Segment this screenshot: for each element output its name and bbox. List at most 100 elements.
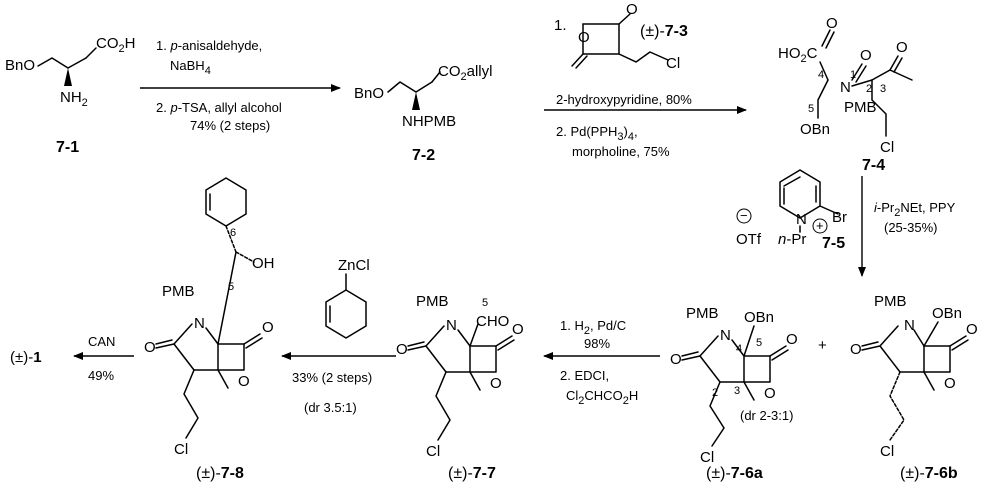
compound-7-1: BnO CO2H NH2 7-1 <box>5 35 135 156</box>
svg-text:4: 4 <box>736 343 742 355</box>
obn-text: OBn <box>932 305 962 322</box>
svg-text:O: O <box>896 39 908 56</box>
cl-text: Cl <box>426 443 440 460</box>
compound-7-6a: PMB N O O O OBn Cl 2 3 4 5 (±)-7-6a <box>670 305 798 482</box>
obn-text: OBn <box>744 309 774 326</box>
svg-text:O: O <box>764 385 776 402</box>
compound-label-7-3: (±)-7-3 <box>640 23 688 40</box>
svg-text:Cl2CHCO2H: Cl2CHCO2H <box>566 388 638 407</box>
compound-7-6b: PMB N O O O OBn Cl (±)-7-6b <box>850 293 978 482</box>
pmb-text: PMB <box>686 305 719 322</box>
ring-o-text: O <box>578 29 590 46</box>
svg-text:33% (2 steps): 33% (2 steps) <box>292 370 372 385</box>
compound-7-7: PMB N O O O CHO 5 Cl (±)-7-7 <box>396 293 524 482</box>
cyclohexenylzinc-reagent: ZnCl <box>325 257 370 339</box>
cl-text: Cl <box>174 441 188 458</box>
svg-text:+: + <box>816 218 824 233</box>
step-3-conditions: i-Pr2NEt, PPY (25-35%) <box>874 200 956 235</box>
compound-label-7-2: 7-2 <box>412 147 435 164</box>
n-text: N <box>194 315 205 332</box>
pmb-text: PMB <box>416 293 449 310</box>
svg-text:1.: 1. <box>554 17 567 34</box>
svg-text:74% (2 steps): 74% (2 steps) <box>190 118 270 133</box>
pmb-text: PMB <box>162 283 195 300</box>
svg-text:5: 5 <box>228 281 234 293</box>
step-5-conditions: 33% (2 steps) (dr 3.5:1) <box>292 370 372 415</box>
step-6-conditions: CAN 49% <box>88 334 115 383</box>
oh-text: OH <box>252 255 275 272</box>
svg-text:98%: 98% <box>584 336 610 351</box>
svg-text:O: O <box>144 339 156 356</box>
pmb-text: PMB <box>844 99 877 116</box>
otf-text: OTf <box>736 231 762 248</box>
svg-text:1. H2, Pd/C: 1. H2, Pd/C <box>560 318 626 337</box>
zncl-text: ZnCl <box>338 257 370 274</box>
compound-7-2: BnO CO2allyl NHPMB 7-2 <box>354 63 492 164</box>
svg-text:CAN: CAN <box>88 334 115 349</box>
svg-text:O: O <box>396 341 408 358</box>
svg-text:2. p-TSA, allyl alcohol: 2. p-TSA, allyl alcohol <box>156 100 282 115</box>
compound-label-7-8: (±)-7-8 <box>196 465 244 482</box>
nhpmb-text: NHPMB <box>402 113 456 130</box>
svg-text:i-Pr2NEt, PPY: i-Pr2NEt, PPY <box>874 200 956 219</box>
svg-text:2: 2 <box>866 83 872 95</box>
wedge-bond <box>412 92 420 110</box>
bno-text: BnO <box>354 85 384 102</box>
br-text: Br <box>832 209 847 226</box>
svg-text:−: − <box>740 208 748 223</box>
compound-7-5: N Br + n-Pr − OTf 7-5 <box>736 169 847 252</box>
step-4-conditions: 1. H2, Pd/C 98% 2. EDCI, Cl2CHCO2H <box>560 318 638 407</box>
bno-text: BnO <box>5 57 35 74</box>
acid-text: HO2C <box>778 45 818 65</box>
svg-text:O: O <box>786 331 798 348</box>
svg-text:2. Pd(PPH3)4,: 2. Pd(PPH3)4, <box>556 124 638 143</box>
svg-text:2-hydroxypyridine, 80%: 2-hydroxypyridine, 80% <box>556 92 692 107</box>
svg-text:O: O <box>512 321 524 338</box>
wedge-bond <box>64 68 72 86</box>
svg-text:2: 2 <box>712 387 718 399</box>
compound-label-7-5: 7-5 <box>822 235 845 252</box>
svg-text:O: O <box>238 373 250 390</box>
ester-text: CO2allyl <box>438 63 492 83</box>
final-product-label: (±)-1 <box>10 349 42 366</box>
svg-text:O: O <box>670 351 682 368</box>
svg-text:O: O <box>826 15 838 32</box>
svg-text:3: 3 <box>734 385 740 397</box>
svg-text:5: 5 <box>808 103 814 115</box>
svg-text:(25-35%): (25-35%) <box>884 220 937 235</box>
svg-text:1: 1 <box>850 69 856 81</box>
svg-text:morpholine, 75%: morpholine, 75% <box>572 144 670 159</box>
svg-text:O: O <box>860 47 872 64</box>
compound-label-7-1: 7-1 <box>56 139 79 156</box>
n-text: N <box>720 327 731 344</box>
cl-text: Cl <box>666 55 680 72</box>
cl-text: Cl <box>880 139 894 156</box>
npr-text: n-Pr <box>778 231 806 248</box>
n-text: N <box>904 317 915 334</box>
svg-text:6: 6 <box>230 227 236 239</box>
n-text: N <box>446 317 457 334</box>
svg-text:1. p-anisaldehyde,: 1. p-anisaldehyde, <box>156 38 262 53</box>
obn-text: OBn <box>800 121 830 138</box>
svg-text:49%: 49% <box>88 368 114 383</box>
svg-text:O: O <box>966 321 978 338</box>
svg-text:NaBH4: NaBH4 <box>170 58 211 77</box>
svg-text:O: O <box>850 341 862 358</box>
compound-label-7-4: 7-4 <box>862 157 885 174</box>
svg-text:5: 5 <box>756 337 762 349</box>
step-1-conditions: 1. p-anisaldehyde, NaBH4 2. p-TSA, allyl… <box>156 38 282 133</box>
acid-text: CO2H <box>96 35 135 55</box>
svg-text:O: O <box>490 375 502 392</box>
svg-text:4: 4 <box>818 69 824 81</box>
nh2-text: NH2 <box>60 89 88 109</box>
compound-7-8: 6 OH 5 PMB N O O O Cl (±)-7-8 <box>144 177 275 482</box>
plus-sign: + <box>818 337 827 354</box>
compound-7-3: 1. O O Cl (±)-7-3 <box>554 1 688 72</box>
step-2-conditions: 2-hydroxypyridine, 80% 2. Pd(PPH3)4, mor… <box>556 92 692 159</box>
compound-7-4: HO2C O N O O PMB OBn Cl 1 2 3 4 5 7-4 <box>778 15 913 174</box>
cho-text: CHO <box>476 313 509 330</box>
svg-text:3: 3 <box>880 83 886 95</box>
n-text: N <box>840 79 851 96</box>
svg-text:O: O <box>944 375 956 392</box>
